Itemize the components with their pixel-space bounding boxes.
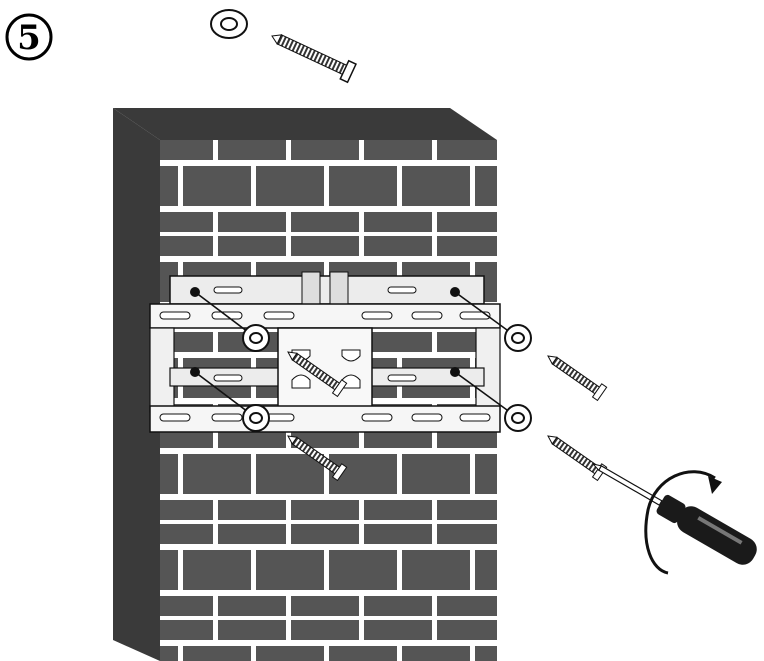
step-number: 5	[17, 18, 41, 58]
mounting-bracket	[149, 271, 501, 433]
loose-washer-icon	[210, 9, 248, 39]
loose-screw-icon	[271, 34, 357, 84]
washer-icon	[242, 324, 532, 432]
rotation-arrow-icon	[644, 470, 722, 575]
screwdriver-icon	[591, 463, 757, 565]
brick-wall	[113, 108, 497, 661]
step-number-badge: 5	[5, 13, 53, 61]
lag-screw-icon	[287, 351, 608, 482]
